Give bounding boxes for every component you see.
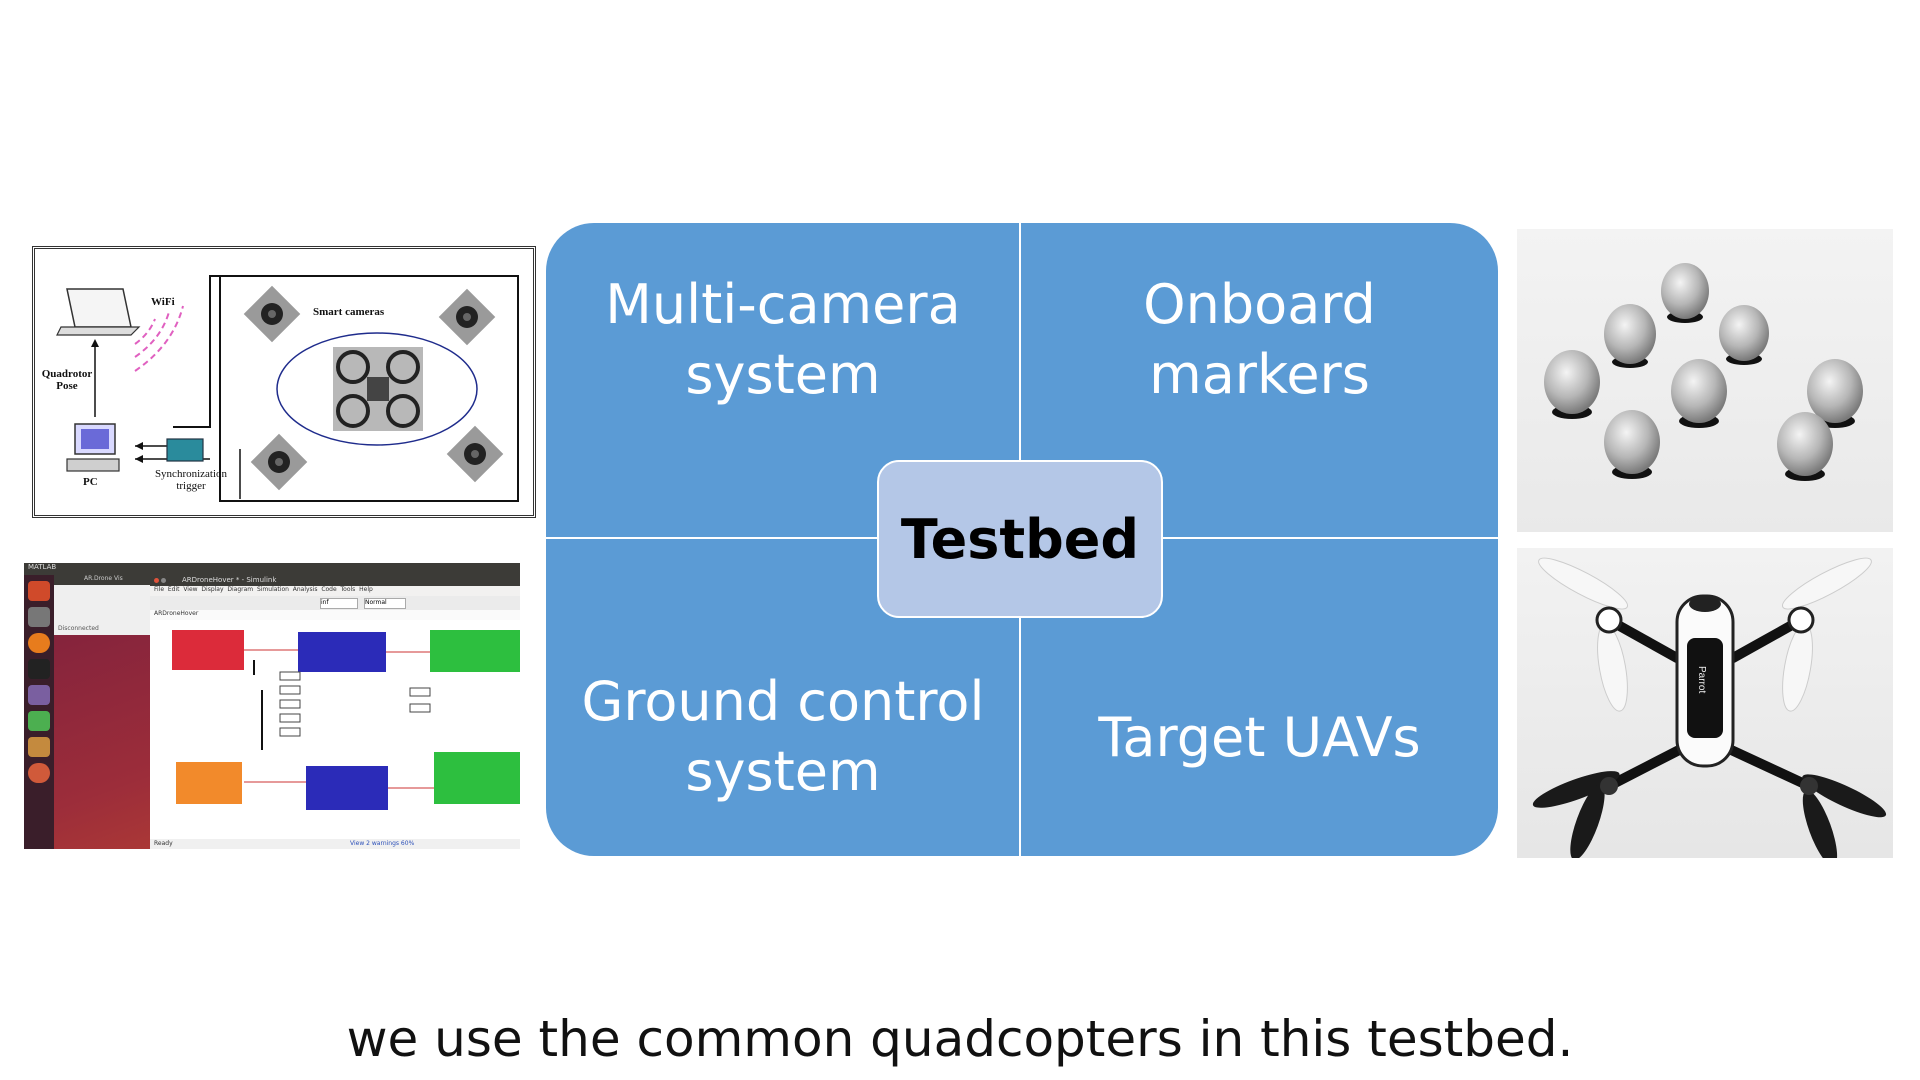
model-breadcrumb: ARDroneHover bbox=[150, 610, 520, 620]
menu-display[interactable]: Display bbox=[201, 586, 224, 593]
multi-camera-diagram: WiFi Smart cameras Quadrotor Pose PC Syn… bbox=[32, 246, 536, 518]
propeller-icon bbox=[1532, 771, 1620, 860]
camera-icon bbox=[243, 285, 301, 343]
ground-control-screenshot: MATLAB AR.Drone Vis Disconnected ARDrone… bbox=[24, 563, 520, 849]
testbed-label: Testbed bbox=[900, 507, 1140, 571]
stop-time-field[interactable]: inf bbox=[320, 598, 358, 609]
drone-body bbox=[1675, 594, 1735, 768]
quadrant-multi-camera: Multi-camera system bbox=[605, 273, 961, 406]
propeller-icon bbox=[1800, 774, 1887, 866]
markers-illustration bbox=[1544, 263, 1863, 481]
marker-sphere-icon bbox=[1544, 350, 1600, 419]
block-blue-2 bbox=[306, 766, 388, 810]
quadrotor-icon bbox=[333, 347, 423, 431]
diagram-drawing bbox=[56, 275, 519, 502]
launcher-bar bbox=[24, 575, 54, 849]
camera-icon bbox=[438, 288, 496, 346]
sync-trigger-label: Synchronization trigger bbox=[154, 468, 228, 492]
block-green-2 bbox=[434, 752, 520, 804]
camera-icon bbox=[446, 425, 504, 483]
marker-sphere-icon bbox=[1719, 305, 1769, 365]
side-window-title: AR.Drone Vis bbox=[54, 575, 154, 585]
simulink-canvas bbox=[172, 630, 520, 810]
camera-icon bbox=[250, 433, 308, 491]
marker-sphere-icon bbox=[1777, 412, 1833, 481]
launcher-icon[interactable] bbox=[28, 659, 50, 679]
marker-sphere-icon bbox=[1604, 304, 1656, 368]
sim-mode-select[interactable]: Normal bbox=[364, 598, 406, 609]
marker-sphere-icon bbox=[1661, 263, 1709, 323]
simulink-statusbar: Ready View 2 warnings 60% bbox=[150, 839, 520, 849]
side-window-status: Disconnected bbox=[58, 625, 99, 632]
launcher-icon[interactable] bbox=[28, 633, 50, 653]
ardrone-vis-window: AR.Drone Vis Disconnected bbox=[54, 575, 154, 635]
smart-cameras-label: Smart cameras bbox=[313, 306, 385, 318]
propeller-icon bbox=[1538, 557, 1629, 712]
wifi-signal-icon bbox=[134, 305, 184, 372]
ubuntu-top-bar: MATLAB bbox=[24, 563, 520, 575]
quadrant-onboard-markers: Onboard markers bbox=[1143, 273, 1376, 406]
pc-label: PC bbox=[83, 476, 98, 488]
propeller-icon bbox=[1781, 557, 1872, 712]
onboard-markers-photo bbox=[1517, 229, 1893, 532]
pc-icon bbox=[66, 423, 120, 472]
camera-cable-1 bbox=[173, 275, 220, 428]
menu-diagram[interactable]: Diagram bbox=[227, 586, 254, 593]
menu-edit[interactable]: Edit bbox=[167, 586, 180, 593]
simulink-title: ARDroneHover * - Simulink bbox=[182, 576, 277, 584]
drone-brand: Parrot bbox=[1696, 666, 1707, 693]
block-green bbox=[430, 630, 520, 672]
marker-sphere-icon bbox=[1671, 359, 1727, 428]
menu-code[interactable]: Code bbox=[321, 586, 337, 593]
block-red bbox=[172, 630, 244, 670]
quadrant-ground-control: Ground control system bbox=[581, 670, 985, 803]
launcher-icon[interactable] bbox=[28, 737, 50, 757]
flight-area bbox=[276, 332, 478, 446]
minimize-icon[interactable] bbox=[161, 578, 166, 583]
simulink-titlebar: ARDroneHover * - Simulink bbox=[150, 575, 520, 586]
target-uav-photo: Parrot bbox=[1517, 548, 1893, 866]
menu-help[interactable]: Help bbox=[359, 586, 373, 593]
menu-simulation[interactable]: Simulation bbox=[256, 586, 289, 593]
laptop-icon bbox=[56, 288, 141, 336]
simulink-menu: File Edit View Display Diagram Simulatio… bbox=[150, 586, 520, 596]
launcher-icon[interactable] bbox=[28, 685, 50, 705]
launcher-icon[interactable] bbox=[28, 763, 50, 783]
block-orange bbox=[176, 762, 242, 804]
video-subtitle: we use the common quadcopters in this te… bbox=[346, 1010, 1574, 1068]
drone-illustration: Parrot bbox=[1532, 557, 1887, 866]
menu-analysis[interactable]: Analysis bbox=[292, 586, 318, 593]
simulink-window: ARDroneHover * - Simulink File Edit View… bbox=[150, 575, 520, 849]
menu-file[interactable]: File bbox=[154, 586, 165, 593]
room-outline bbox=[219, 275, 519, 502]
launcher-icon[interactable] bbox=[28, 711, 50, 731]
status-ready: Ready bbox=[154, 840, 173, 847]
status-warnings[interactable]: View 2 warnings 60% bbox=[350, 840, 415, 847]
menu-view[interactable]: View bbox=[183, 586, 198, 593]
wifi-label: WiFi bbox=[151, 296, 175, 308]
menu-tools[interactable]: Tools bbox=[340, 586, 356, 593]
pose-label: Quadrotor Pose bbox=[41, 368, 93, 392]
quadrant-target-uavs: Target UAVs bbox=[1098, 706, 1421, 769]
launcher-icon[interactable] bbox=[28, 607, 50, 627]
sync-board-icon bbox=[166, 438, 204, 462]
launcher-icon[interactable] bbox=[28, 581, 50, 601]
block-blue bbox=[298, 632, 386, 672]
close-icon[interactable] bbox=[154, 578, 159, 583]
testbed-center-box: Testbed bbox=[877, 460, 1163, 618]
top-bar-app-label: MATLAB bbox=[28, 563, 57, 571]
marker-sphere-icon bbox=[1604, 410, 1660, 479]
simulink-toolbar: inf Normal bbox=[150, 596, 520, 610]
